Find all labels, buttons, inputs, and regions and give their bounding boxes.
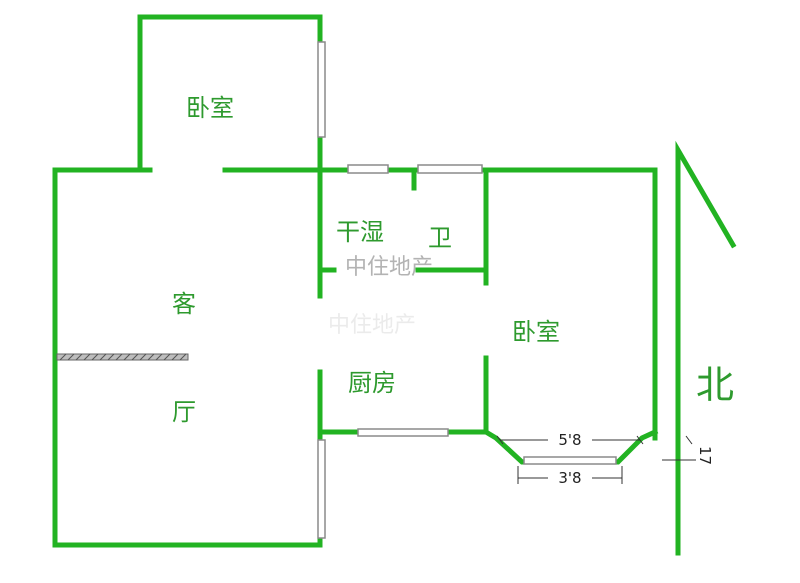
room-label-living-char2: 厅 (172, 398, 196, 426)
room-label-bedroom-top: 卧室 (186, 94, 234, 122)
dim-outer-tick-right (636, 435, 644, 445)
dim-label-small: 17 (696, 446, 714, 465)
dim-label-inner: 3'8 (558, 469, 581, 487)
walls (52, 14, 737, 556)
room-label-bedroom-right: 卧室 (512, 318, 560, 346)
dimension-lines (496, 435, 696, 484)
dim-label-outer: 5'8 (558, 431, 581, 449)
window-top-left (347, 164, 389, 174)
watermark-faint-text: 中住地产 (328, 313, 416, 338)
window-living-room (317, 439, 326, 539)
window-bay (523, 456, 617, 465)
partition-bar (56, 353, 189, 361)
north-label: 北 (696, 363, 734, 407)
window-top-bedroom (317, 41, 326, 138)
dim-small-tick (685, 435, 693, 445)
window-kitchen (357, 428, 449, 437)
partition-hatch (59, 353, 187, 361)
north-arrow (675, 140, 737, 556)
partition (56, 353, 189, 361)
windows (317, 41, 617, 539)
room-label-bathroom: 卫 (428, 224, 452, 252)
dim-outer-tick-left (496, 435, 504, 445)
room-label-dry-wet: 干湿 (336, 218, 384, 246)
window-top-right (417, 164, 483, 174)
top-bedroom-wall (137, 14, 323, 171)
watermark-text: 中住地产 (345, 255, 433, 280)
room-label-living-char1: 客 (172, 290, 196, 318)
room-label-kitchen: 厨房 (348, 369, 396, 397)
